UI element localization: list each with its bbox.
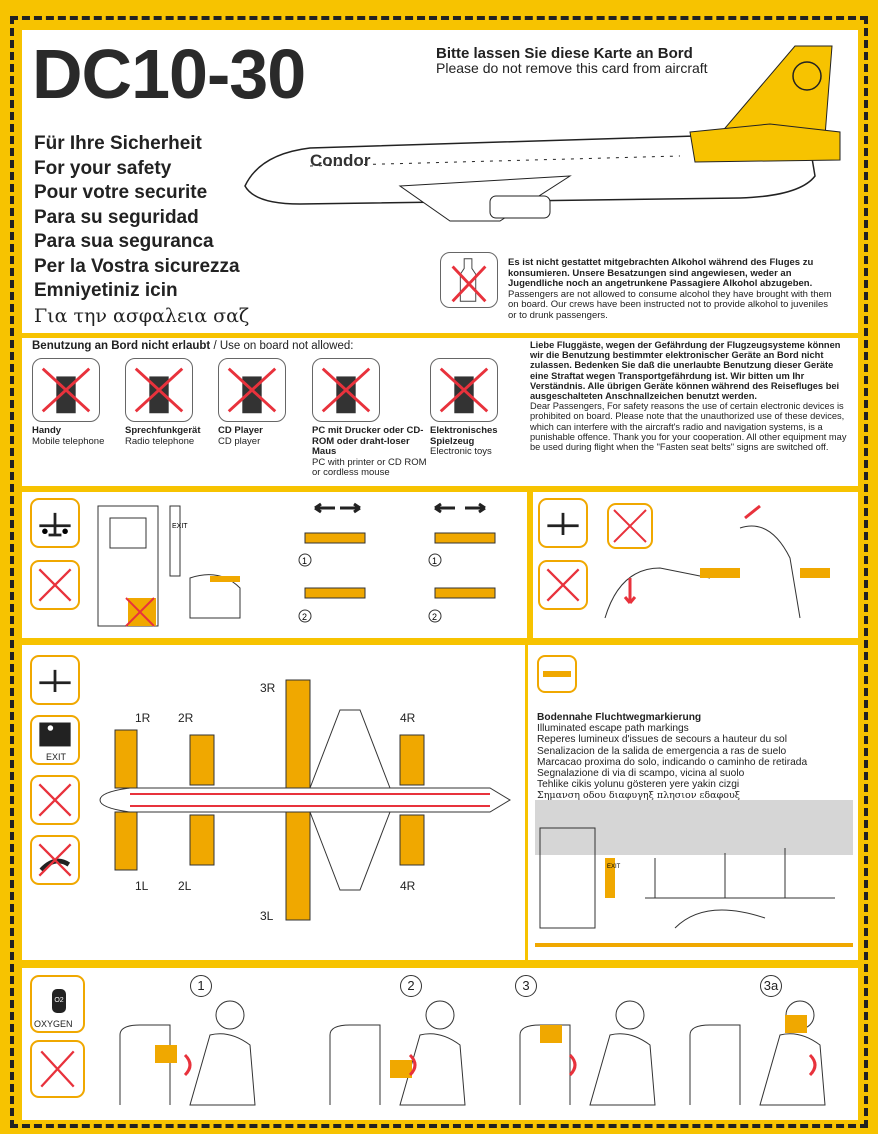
door-label: 2R <box>178 711 194 725</box>
device-name-de: Sprechfunkgerät <box>125 425 201 436</box>
keep-en: Please do not remove this card from airc… <box>436 60 708 76</box>
door-label: 3L <box>260 909 274 923</box>
escape-path-line: Tehlike cikis yolunu gösteren yere yakin… <box>537 779 740 791</box>
device-name-en: Radio telephone <box>125 435 195 447</box>
oxygen-label: OXYGEN <box>34 1019 73 1029</box>
step-number: 1 <box>190 975 212 997</box>
device-icon-2 <box>218 358 286 422</box>
device-icon-1 <box>125 358 193 422</box>
oxygen-icon: O2 OXYGEN <box>30 975 85 1033</box>
seatbelt-illustrations: EXIT 1 2 1 2 <box>97 502 496 627</box>
oxygen-step-1: 2 <box>320 975 490 1115</box>
heading-en: / Use on board not allowed: <box>210 340 354 352</box>
devices-heading: Benutzung an Bord nicht erlaubt / Use on… <box>32 340 353 352</box>
keep-card-notice: Bitte lassen Sie diese Karte an Bord Ple… <box>436 46 708 76</box>
step-number: 2 <box>432 612 437 622</box>
aircraft-model-title: DC10-30 <box>32 35 306 113</box>
takeoff-icon <box>538 498 588 548</box>
exit-icon-label: EXIT <box>46 752 67 762</box>
device-name-de: CD Player <box>218 425 263 436</box>
device-name-de: Elektronisches Spielzeug <box>430 425 498 447</box>
step-number: 2 <box>400 975 422 997</box>
alcohol-en: Passengers are not allowed to consume al… <box>508 288 832 321</box>
no-high-heels-icon <box>30 835 80 885</box>
no-alcohol-icon <box>440 252 498 308</box>
device-icon-4 <box>430 358 498 422</box>
no-smoking-icon <box>30 775 80 825</box>
device-icon-0 <box>32 358 100 422</box>
floor-marking-icon <box>537 655 577 693</box>
escape-path-line: Reperes lumineux d'issues de secours a h… <box>537 734 787 746</box>
no-smoking-icon <box>30 560 80 610</box>
device-label: PC mit Drucker oder CD-ROM oder draht-lo… <box>312 425 428 479</box>
escape-path-line: Segnalazione di via di scampo, vicina al… <box>537 768 745 780</box>
device-name-en: Mobile telephone <box>32 435 105 447</box>
no-smoking-icon <box>30 1040 85 1098</box>
device-icon-3 <box>312 358 380 422</box>
device-name-de: PC mit Drucker oder CD-ROM oder draht-lo… <box>312 425 424 457</box>
escape-path-line: Bodennahe Fluchtwegmarkierung <box>537 712 702 723</box>
door-label: 1L <box>135 879 149 893</box>
takeoff-icon <box>30 498 80 548</box>
step-number: 1 <box>302 556 307 566</box>
keep-de: Bitte lassen Sie diese Karte an Bord <box>436 45 693 62</box>
exit-sign: EXIT <box>172 523 188 530</box>
notice-de: Liebe Fluggäste, wegen der Gefährdung de… <box>530 340 841 402</box>
alcohol-notice: Es ist nicht gestattet mitgebrachten Alk… <box>508 257 838 321</box>
escape-path-line: Marcacao proxima do solo, indicando o ca… <box>537 756 808 768</box>
step-number: 3 <box>515 975 537 997</box>
door-label: 2L <box>178 879 192 893</box>
exit-icon: EXIT <box>30 715 80 765</box>
escape-path-line: Senalizacion de la salida de emergencia … <box>537 745 787 757</box>
step-number: 2 <box>302 612 307 622</box>
escape-path-line: Σημανση οδου διαφυγηξ πλησιον εδαφουξ <box>537 790 740 802</box>
exit-map: 1R 2R 3R 4R 1L 2L 3L 4R <box>99 679 511 923</box>
electronics-notice: Liebe Fluggäste, wegen der Gefährdung de… <box>530 340 852 452</box>
step-number: 1 <box>432 556 437 566</box>
landing-icon <box>30 655 80 705</box>
o2-label: O2 <box>52 989 66 1013</box>
oxygen-step-0: 1 <box>110 975 280 1115</box>
safety-line: Για την ασφαλεια σαζ <box>34 304 250 327</box>
step-number: 3a <box>760 975 782 997</box>
safety-line: For your safety <box>34 157 172 179</box>
device-name-en: Electronic toys <box>430 446 492 457</box>
alcohol-de: Es ist nicht gestattet mitgebrachten Alk… <box>508 257 814 289</box>
exit-sign: EXIT <box>607 864 621 870</box>
door-label: 3R <box>260 681 276 695</box>
no-smoking-icon <box>538 560 588 610</box>
safety-line: Emniyetiniz icin <box>34 280 178 301</box>
device-name-de: Handy <box>32 425 62 436</box>
device-name-en: PC with printer or CD ROM or cordless mo… <box>312 456 427 478</box>
safety-line: Für Ihre Sicherheit <box>34 133 202 154</box>
safety-line: Per la Vostra sicurezza <box>34 255 240 277</box>
oxygen-step-2: 3 <box>510 975 680 1115</box>
aircraft-illustration: Condor <box>244 45 841 222</box>
safety-line: Para sua seguranca <box>34 231 214 252</box>
heading-de: Benutzung an Bord nicht erlaubt <box>32 340 211 352</box>
safety-line: Pour votre securite <box>34 182 208 203</box>
airline-logo-text: Condor <box>310 151 371 170</box>
oxygen-step-3: 3a <box>680 975 850 1115</box>
door-label: 4R <box>400 711 416 725</box>
safety-titles: Für Ihre Sicherheit For your safety Pour… <box>34 132 249 328</box>
notice-en: Dear Passengers, For safety reasons the … <box>530 401 847 453</box>
door-label: 1R <box>135 711 151 725</box>
escape-path-line: Illuminated escape path markings <box>537 723 689 735</box>
safety-line: Para su seguridad <box>34 206 199 228</box>
smoke-cabin-illustration: EXIT <box>535 800 853 947</box>
device-name-en: CD player <box>218 435 261 447</box>
door-label: 4R <box>400 879 416 893</box>
brace-position-illustration <box>604 503 830 619</box>
